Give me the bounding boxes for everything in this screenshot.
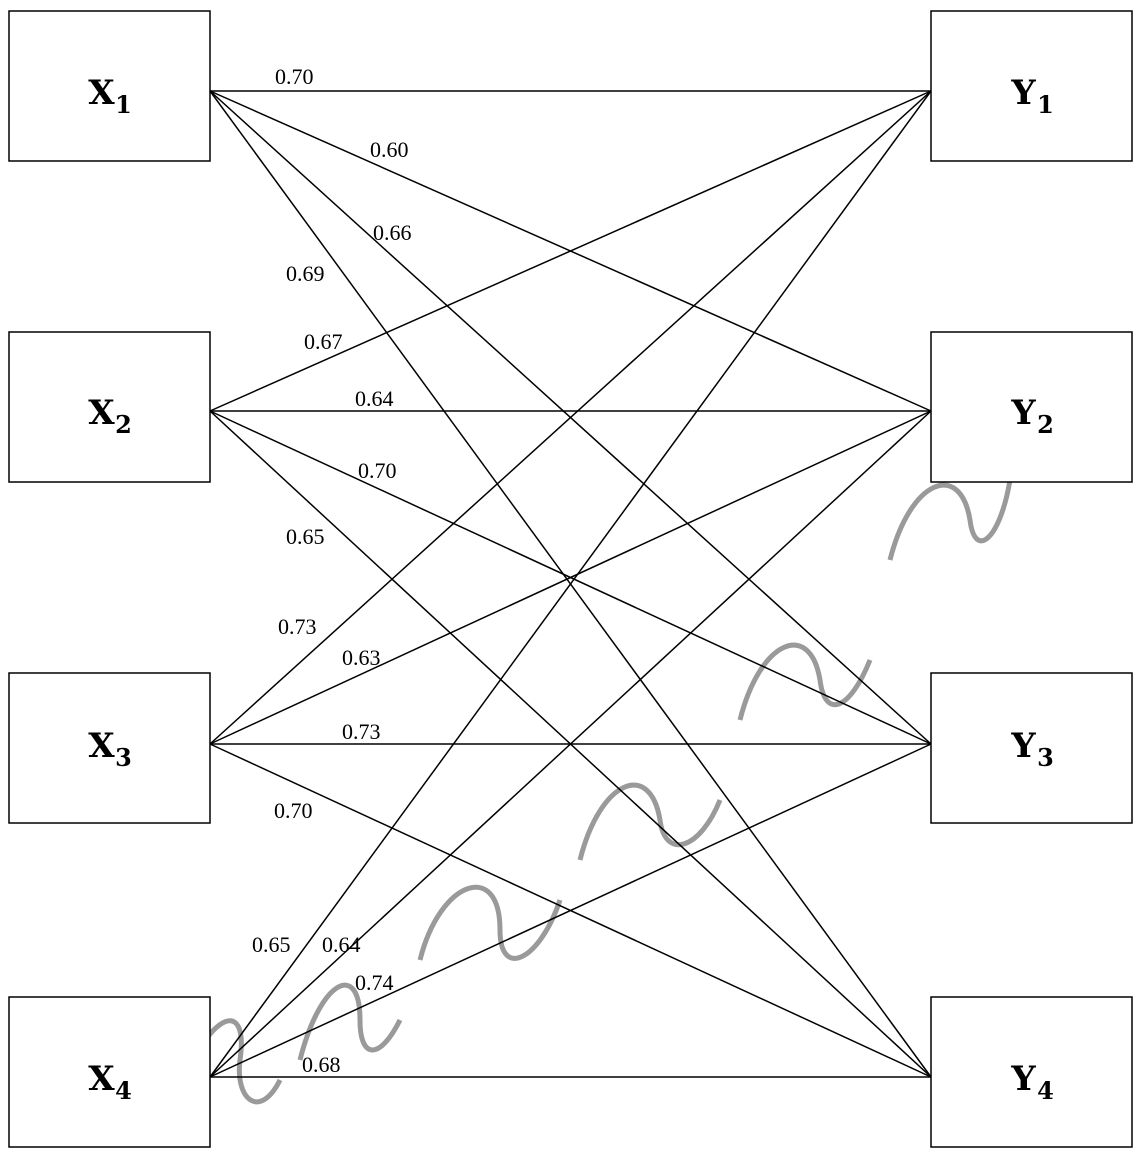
node-subscript: 3 — [115, 743, 132, 772]
weight-label-x4-y4: 0.68 — [302, 1052, 341, 1077]
edge-x3-y2 — [209, 410, 932, 745]
edges — [209, 90, 932, 1078]
edge-x3-y1 — [209, 90, 932, 745]
node-subscript: 1 — [115, 90, 132, 119]
node-box — [8, 331, 211, 483]
node-label: Y — [1010, 73, 1036, 113]
edge-x4-y2 — [209, 410, 932, 1078]
weight-label-x3-y1: 0.73 — [278, 614, 317, 639]
weight-label-x2-y3: 0.70 — [358, 458, 397, 483]
edge-x2-y1 — [209, 90, 932, 412]
node-box — [8, 672, 211, 824]
weight-label-x1-y1: 0.70 — [275, 64, 314, 89]
weight-label-x2-y2: 0.64 — [355, 386, 394, 411]
node-label: Y — [1010, 726, 1036, 766]
node-label: X — [88, 726, 115, 766]
weight-label-x2-y1: 0.67 — [304, 329, 343, 354]
weight-label-x4-y2: 0.64 — [322, 932, 361, 957]
weight-label-x1-y4: 0.69 — [286, 261, 325, 286]
node-subscript: 4 — [1037, 1076, 1054, 1105]
weight-label-x2-y4: 0.65 — [286, 524, 325, 549]
node-label: X — [88, 73, 115, 113]
weight-labels: 0.70 0.60 0.66 0.69 0.67 0.64 0.70 0.65 0.73 0.63… — [252, 64, 412, 1077]
node-subscript: 3 — [1037, 743, 1054, 772]
weight-label-x4-y1: 0.65 — [252, 932, 291, 957]
weight-label-x3-y2: 0.63 — [342, 645, 381, 670]
node-subscript: 2 — [1037, 410, 1054, 439]
node-box — [930, 331, 1133, 483]
node-label: Y — [1010, 1059, 1036, 1099]
node-label: Y — [1010, 393, 1036, 433]
node-label: X — [88, 1059, 115, 1099]
edge-x4-y1 — [209, 90, 932, 1078]
node-label: X — [88, 393, 115, 433]
node-box — [930, 672, 1133, 824]
weight-label-x1-y2: 0.60 — [370, 137, 409, 162]
node-box — [930, 996, 1133, 1148]
node-subscript: 4 — [115, 1076, 132, 1105]
weight-label-x3-y4: 0.70 — [274, 798, 313, 823]
weight-label-x4-y3: 0.74 — [355, 970, 394, 995]
edge-x4-y3 — [209, 743, 932, 1078]
node-subscript: 1 — [1037, 90, 1054, 119]
weight-label-x1-y3: 0.66 — [373, 220, 412, 245]
watermark — [177, 367, 1016, 1105]
weight-label-x3-y3: 0.73 — [342, 719, 381, 744]
node-box — [8, 10, 211, 162]
node-subscript: 2 — [115, 410, 132, 439]
node-box — [8, 996, 211, 1148]
node-box — [930, 10, 1133, 162]
